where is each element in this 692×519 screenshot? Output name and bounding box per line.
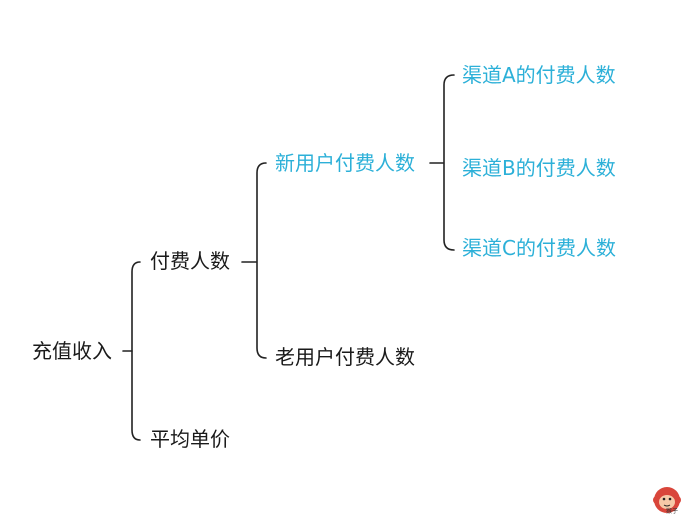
bracket-payers-spine	[256, 162, 267, 359]
bracket-new-spine	[443, 74, 455, 251]
node-paying-users: 付费人数	[150, 249, 230, 273]
watermark-text: 猴子	[666, 508, 679, 515]
node-old-paying-users: 老用户付费人数	[275, 345, 415, 369]
node-new-paying-users: 新用户付费人数	[275, 151, 415, 175]
monkey-logo-icon	[652, 485, 682, 515]
node-channel-a-payers: 渠道A的付费人数	[462, 63, 616, 87]
node-average-price: 平均单价	[150, 427, 230, 451]
bracket-root-spine	[131, 261, 141, 441]
node-recharge-revenue: 充值收入	[32, 339, 112, 363]
node-channel-b-payers: 渠道B的付费人数	[462, 156, 616, 180]
node-channel-c-payers: 渠道C的付费人数	[462, 236, 616, 260]
